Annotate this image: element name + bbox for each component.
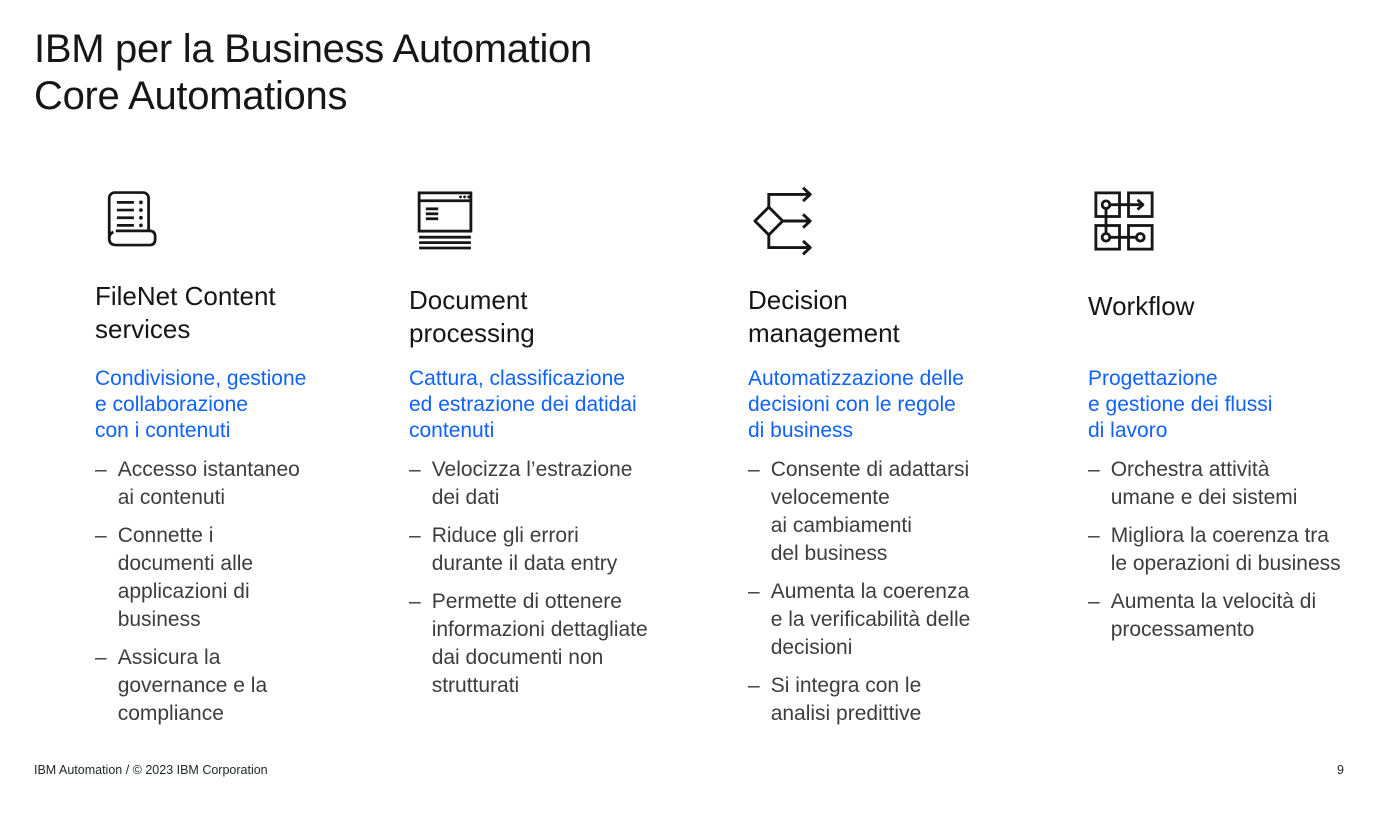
bullet-text: Riduce gli errori durante il data entry [431,524,618,575]
bullet-item: – Connette i documenti alle applicazioni… [95,522,379,634]
bullet-list: – Accesso istantaneo ai contenuti – Conn… [95,456,379,728]
bullet-list: – Consente di adattarsi velocemente ai c… [748,456,1058,728]
column-workflow: Workflow Progettazione e gestione dei fl… [1088,183,1380,738]
bullet-dash: – [95,524,107,547]
decision-tree-icon [748,183,1058,259]
bullet-item: – Migliora la coerenza tra le operazioni… [1088,522,1350,578]
bullet-dash: – [409,590,421,613]
column-decision-management: Decision management Automatizzazione del… [748,183,1088,738]
bullet-dash: – [409,458,421,481]
bullet-dash: – [95,646,107,669]
column-heading: FileNet Content services [95,281,276,344]
bullet-dash: – [95,458,107,481]
bullet-text: Accesso istantaneo ai contenuti [117,458,300,509]
column-subtitle: Progettazione e gestione dei flussi di l… [1088,367,1273,442]
bullet-item: – Aumenta la velocità di processamento [1088,588,1350,644]
bullet-text: Migliora la coerenza tra le operazioni d… [1110,524,1341,575]
bullet-item: – Si integra con le analisi predittive [748,672,1058,728]
bullet-dash: – [748,458,760,481]
bullet-item: – Riduce gli errori durante il data entr… [409,522,718,578]
bullet-dash: – [1088,524,1100,547]
footer-copyright: IBM Automation / © 2023 IBM Corporation [34,763,268,777]
bullet-dash: – [748,580,760,603]
column-heading: Document processing [409,285,535,348]
bullet-text: Aumenta la coerenza e la verificabilità … [770,580,971,659]
bullet-text: Assicura la governance e la compliance [117,646,268,725]
column-subtitle: Condivisione, gestione e collaborazione … [95,367,307,442]
bullet-text: Consente di adattarsi velocemente ai cam… [770,458,970,565]
bullet-text: Orchestra attività umane e dei sistemi [1110,458,1298,509]
slide-title: IBM per la Business Automation Core Auto… [34,27,592,118]
bullet-list: – Velocizza l’estrazione dei dati – Ridu… [409,456,718,700]
bullet-item: – Consente di adattarsi velocemente ai c… [748,456,1058,568]
column-subtitle: Automatizzazione delle decisioni con le … [748,367,964,442]
bullet-dash: – [1088,590,1100,613]
column-filenet-content-services: FileNet Content services Condivisione, g… [95,183,409,738]
bullet-dash: – [748,674,760,697]
column-subtitle: Cattura, classificazione ed estrazione d… [409,367,637,442]
bullet-text: Permette di ottenere informazioni dettag… [431,590,648,697]
bullet-item: – Aumenta la coerenza e la verificabilit… [748,578,1058,662]
bullet-item: – Velocizza l’estrazione dei dati [409,456,718,512]
bullet-item: – Orchestra attività umane e dei sistemi [1088,456,1350,512]
report-icon [95,183,379,259]
slide-footer: IBM Automation / © 2023 IBM Corporation … [34,763,1344,777]
bullet-list: – Orchestra attività umane e dei sistemi… [1088,456,1350,644]
column-document-processing: Document processing Cattura, classificaz… [409,183,748,738]
bullet-text: Aumenta la velocità di processamento [1110,590,1317,641]
bullet-text: Si integra con le analisi predittive [770,674,922,725]
bullet-text: Connette i documenti alle applicazioni d… [117,524,254,631]
webpage-icon [409,183,718,259]
bullet-item: – Accesso istantaneo ai contenuti [95,456,379,512]
bullet-item: – Permette di ottenere informazioni dett… [409,588,718,700]
bullet-dash: – [1088,458,1100,481]
page-number: 9 [1337,763,1344,777]
bullet-item: – Assicura la governance e la compliance [95,644,379,728]
column-heading: Decision management [748,285,900,348]
column-heading: Workflow [1088,291,1195,321]
feature-columns: FileNet Content services Condivisione, g… [95,183,1400,738]
bullet-dash: – [409,524,421,547]
workflow-icon [1088,183,1350,259]
bullet-text: Velocizza l’estrazione dei dati [431,458,633,509]
